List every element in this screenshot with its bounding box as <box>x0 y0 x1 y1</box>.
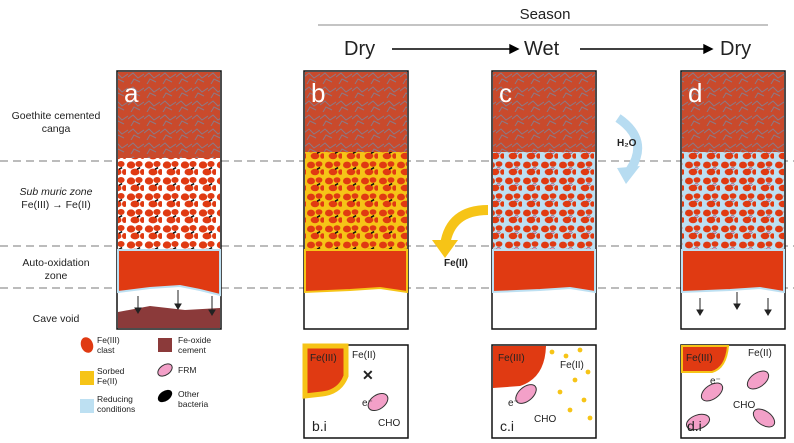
water-label: H₂O <box>617 138 637 149</box>
inset-b-cho: CHO <box>378 418 401 429</box>
inset-b-fe3: Fe(III) <box>310 353 337 364</box>
water-arrow-head <box>617 166 640 184</box>
inset-b-id: b.i <box>312 418 327 434</box>
legend-swatches <box>80 337 173 413</box>
inset-d-cho: CHO <box>733 400 756 411</box>
inset-b: ✕ <box>302 343 409 439</box>
zone-label-cave: Cave void <box>32 313 80 325</box>
fe2-arrow <box>440 205 489 246</box>
inset-b-electron: e⁻ <box>362 398 373 409</box>
inset-c-cho: CHO <box>534 414 557 425</box>
arrow-head-1 <box>509 43 520 55</box>
season-label: Season <box>519 6 571 23</box>
stage-dry-2: Dry <box>720 38 752 60</box>
svg-text:✕: ✕ <box>362 367 374 383</box>
inset-c <box>491 344 597 439</box>
legend-frm: FRM <box>178 365 197 375</box>
panel-letter-b: b <box>311 78 325 108</box>
panel-c: c <box>491 70 597 330</box>
inset-d-fe2: Fe(II) <box>748 348 772 359</box>
inset-c-fe3: Fe(III) <box>498 353 525 364</box>
inset-c-id: c.i <box>500 418 514 434</box>
fe2-arrow-head <box>432 240 458 258</box>
inset-d-fe3: Fe(III) <box>686 353 713 364</box>
stage-wet: Wet <box>524 38 560 60</box>
zone-label-submuric: Sub muric zone Fe(III) → Fe(II) <box>19 186 93 211</box>
panel-letter-a: a <box>124 78 139 108</box>
panel-a: a <box>116 70 222 330</box>
inset-c-electron: e⁻ <box>508 398 519 409</box>
panel-letter-c: c <box>499 78 512 108</box>
inset-d-id: d.i <box>687 418 702 434</box>
inset-d-electron: e⁻ <box>710 376 721 387</box>
legend-fe3-clast: Fe(III)clast <box>97 335 120 355</box>
stage-dry-1: Dry <box>344 38 376 60</box>
inset-b-fe2: Fe(II) <box>352 350 376 361</box>
panel-b: b <box>303 70 409 330</box>
arrow-head-2 <box>703 43 714 55</box>
inset-d <box>680 344 786 439</box>
panel-letter-d: d <box>688 78 702 108</box>
panel-d: d <box>680 70 786 330</box>
water-arrow <box>615 114 643 173</box>
inset-c-fe2: Fe(II) <box>560 360 584 371</box>
fe2-flux-label: Fe(II) <box>444 258 468 269</box>
